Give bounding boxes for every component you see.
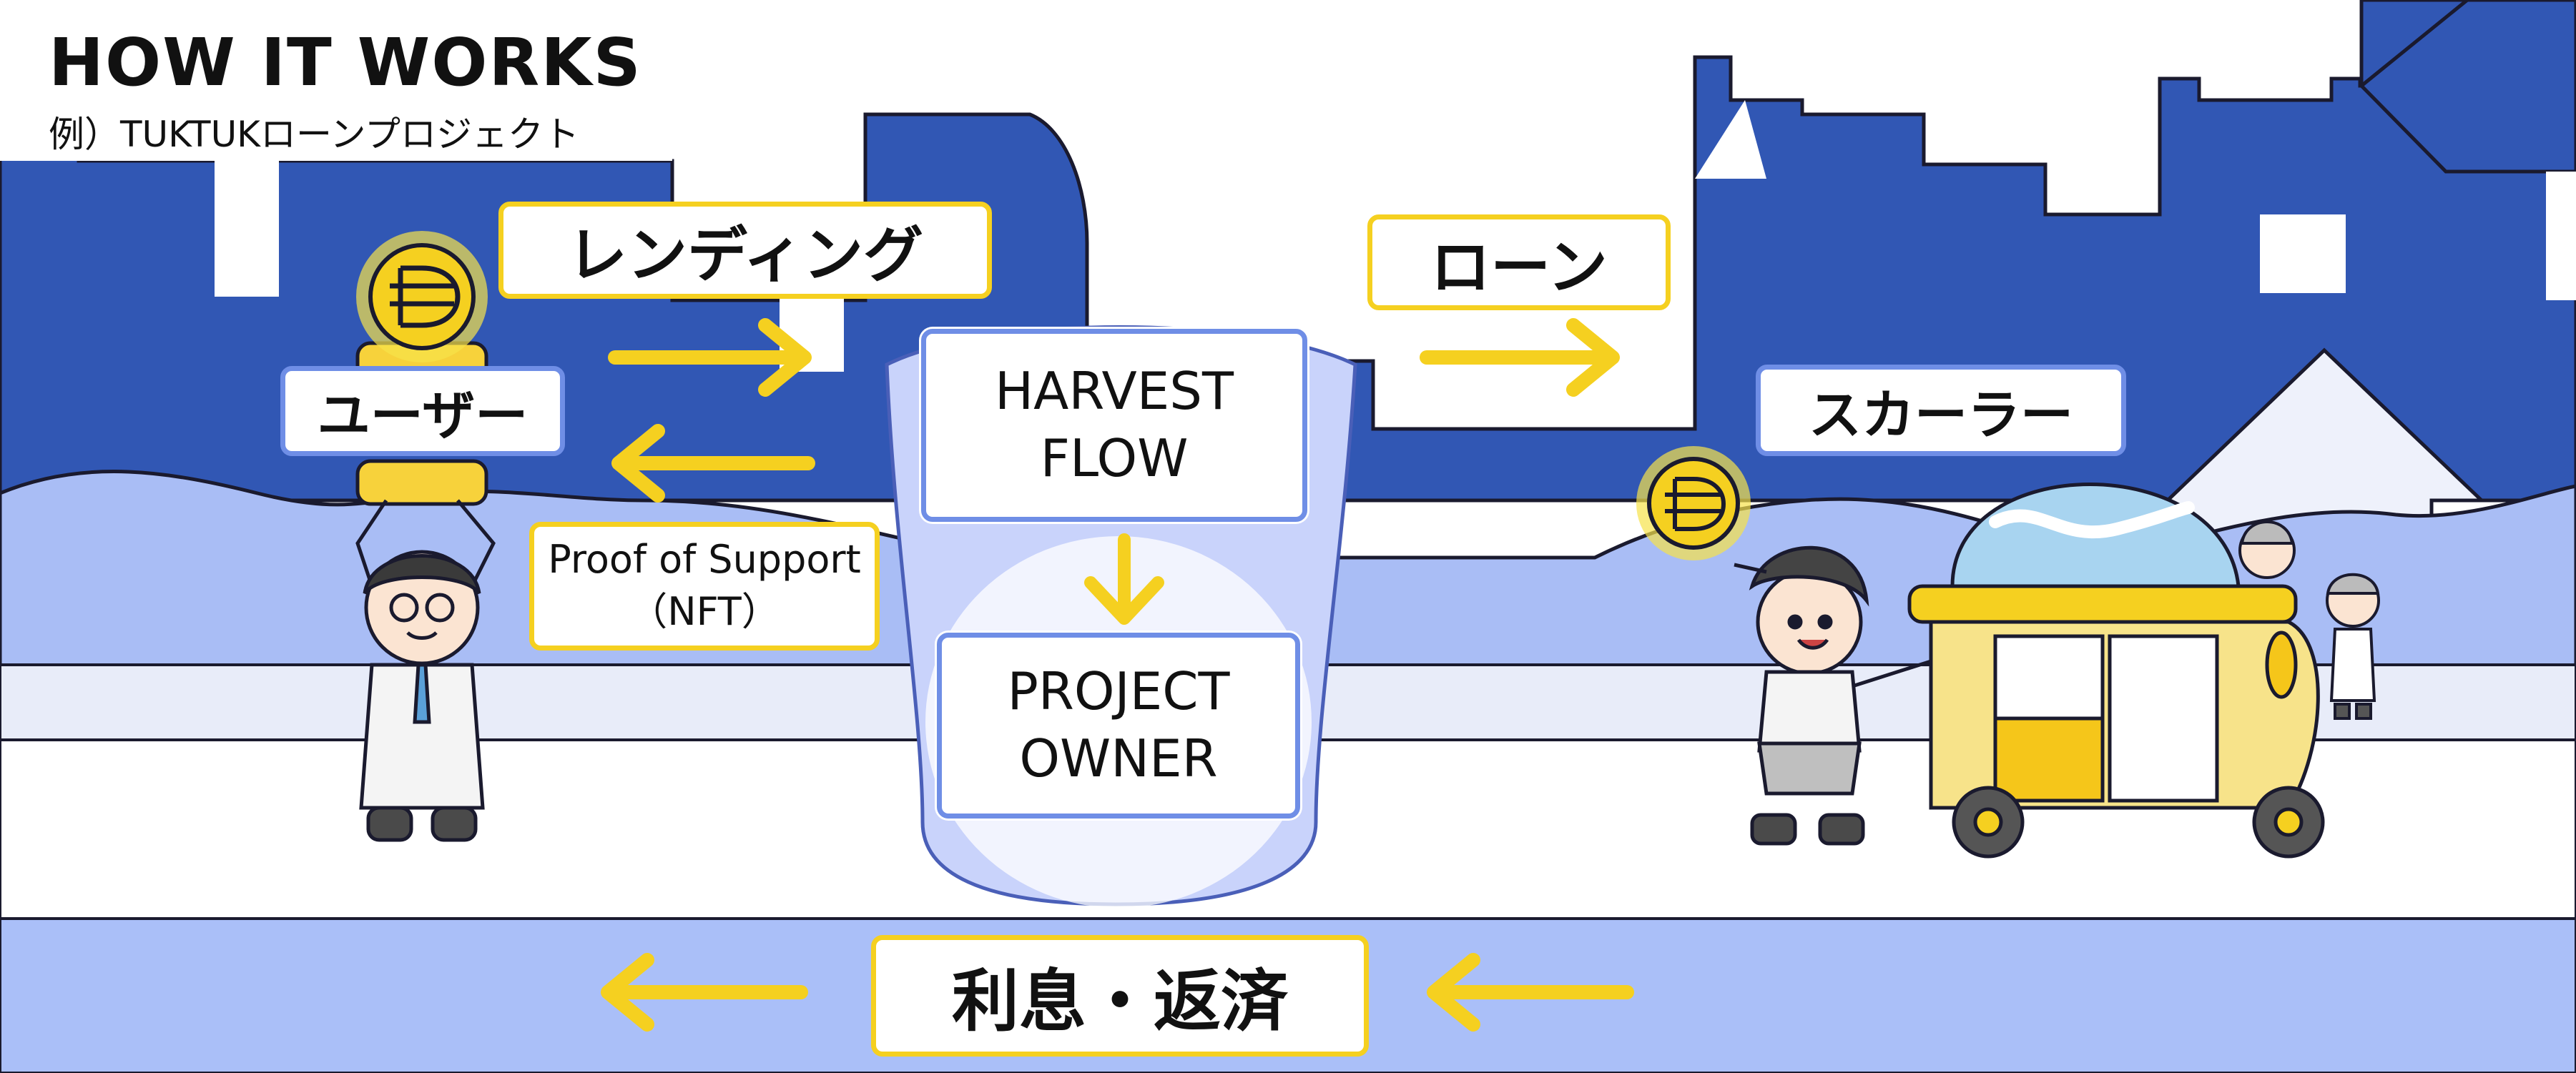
children bbox=[2238, 520, 2380, 720]
user-label: ユーザー bbox=[280, 366, 565, 456]
page-title: HOW IT WORKS bbox=[49, 24, 642, 101]
arrow-left-interest-1 bbox=[601, 953, 808, 1032]
dai-coin-icon bbox=[356, 231, 488, 362]
skyline-up-arrow bbox=[2359, 0, 2576, 174]
tuktuk-vehicle bbox=[1907, 483, 2325, 859]
user-character bbox=[355, 499, 496, 842]
harvest-flow-box: HARVEST FLOW bbox=[921, 329, 1307, 522]
project-owner-box: PROJECT OWNER bbox=[937, 633, 1300, 819]
scholar-label: スカーラー bbox=[1756, 365, 2126, 456]
scholar-character bbox=[1734, 545, 1932, 846]
arrow-right-loan bbox=[1420, 318, 1620, 397]
page-subtitle: 例）TUKTUKローンプロジェクト bbox=[49, 114, 579, 155]
interest-repayment-label: 利息・返済 bbox=[871, 935, 1369, 1057]
harvest-flow-line-1: HARVEST bbox=[995, 361, 1234, 422]
project-owner-line-2: OWNER bbox=[1019, 728, 1218, 788]
proof-line-1: Proof of Support bbox=[548, 537, 861, 583]
down-arrow-icon bbox=[1084, 533, 1164, 625]
header: HOW IT WORKS 例）TUKTUKローンプロジェクト bbox=[0, 0, 672, 161]
arrow-left-proof bbox=[611, 424, 815, 503]
harvest-flow-line-2: FLOW bbox=[1040, 428, 1189, 488]
arrow-left-interest-2 bbox=[1427, 953, 1634, 1032]
proof-line-2: （NFT） bbox=[629, 589, 780, 634]
proof-of-support-label: Proof of Support （NFT） bbox=[529, 522, 880, 651]
arrow-right-lending bbox=[608, 318, 812, 397]
project-owner-line-1: PROJECT bbox=[1007, 661, 1230, 722]
loan-label: ローン bbox=[1367, 214, 1671, 310]
dai-coin-icon-scholar bbox=[1636, 446, 1751, 560]
lending-label: レンディング bbox=[498, 202, 992, 299]
